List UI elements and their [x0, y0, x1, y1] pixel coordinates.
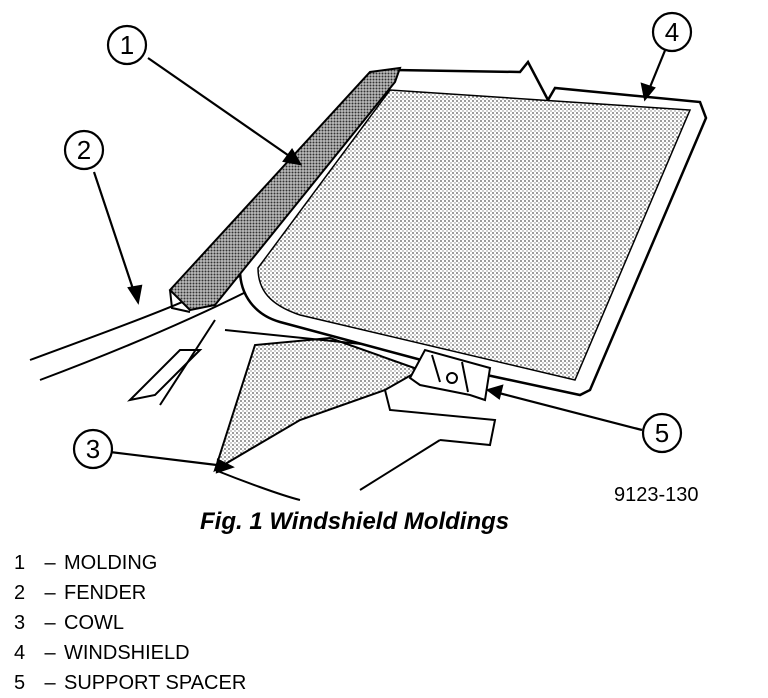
legend-item: 4–WINDSHIELD	[14, 638, 246, 668]
windshield-molding-illustration: 1 2 3 4 5	[29, 11, 708, 501]
svg-text:2: 2	[77, 135, 91, 165]
legend-separator: –	[44, 552, 56, 574]
callout-legend: 1–MOLDING 2–FENDER 3–COWL 4–WINDSHIELD 5…	[14, 548, 246, 698]
legend-item: 2–FENDER	[14, 578, 246, 608]
legend-number: 1	[14, 552, 26, 574]
legend-separator: –	[44, 582, 56, 604]
svg-text:1: 1	[120, 30, 134, 60]
svg-text:4: 4	[665, 17, 679, 47]
molding-strip	[168, 66, 402, 313]
callout-3: 3	[72, 428, 114, 470]
legend-label: COWL	[64, 612, 124, 634]
legend-separator: –	[44, 672, 56, 694]
svg-text:5: 5	[655, 418, 669, 448]
support-spacer-clip	[408, 348, 492, 402]
legend-label: SUPPORT SPACER	[64, 672, 247, 694]
callout-2: 2	[63, 129, 105, 171]
callout-1: 1	[106, 24, 148, 66]
svg-text:3: 3	[86, 434, 100, 464]
callout-4: 4	[651, 11, 693, 53]
legend-item: 5–SUPPORT SPACER	[14, 668, 246, 698]
legend-item: 3–COWL	[14, 608, 246, 638]
leader-lines	[92, 47, 668, 474]
legend-item: 1–MOLDING	[14, 548, 246, 578]
legend-number: 2	[14, 582, 26, 604]
windshield-glass	[238, 59, 708, 397]
legend-separator: –	[44, 612, 56, 634]
figure-code: 9123-130	[614, 484, 699, 506]
legend-separator: –	[44, 642, 56, 664]
figure-caption: Fig. 1 Windshield Moldings	[200, 508, 510, 535]
legend-label: WINDSHIELD	[64, 642, 190, 664]
legend-label: MOLDING	[64, 552, 158, 574]
callout-5: 5	[641, 412, 683, 454]
legend-label: FENDER	[64, 582, 147, 604]
legend-number: 3	[14, 612, 26, 634]
legend-number: 4	[14, 642, 26, 664]
legend-number: 5	[14, 672, 26, 694]
